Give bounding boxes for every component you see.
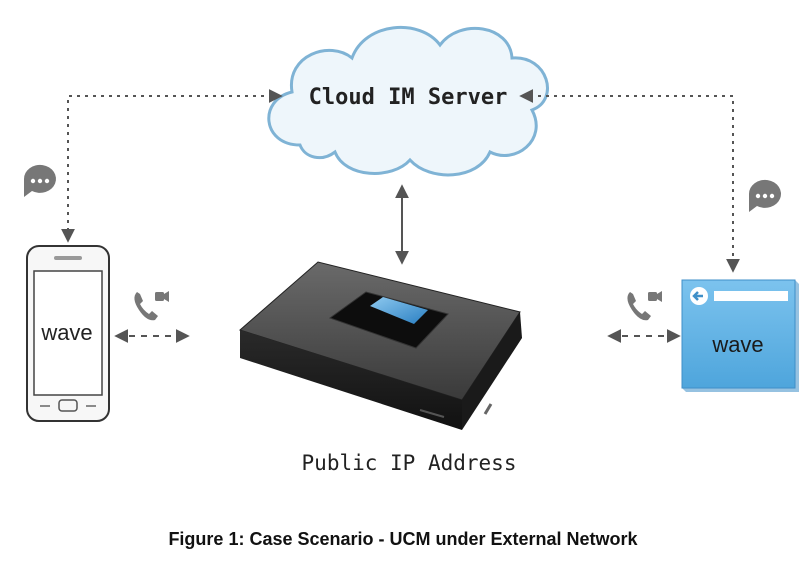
phone-video-icon — [134, 291, 169, 321]
right-im-connection — [519, 89, 740, 273]
ucm-device — [238, 261, 522, 430]
device-port — [483, 403, 493, 415]
device-front-face — [240, 330, 462, 430]
phone-video-icon — [627, 291, 662, 321]
desktop-wave-app: wave — [681, 279, 799, 392]
chat-bubble-icon — [748, 179, 781, 212]
device-slot — [419, 409, 445, 418]
phone-home-button — [58, 399, 78, 412]
device-lcd-bezel — [328, 291, 449, 349]
phone-screen — [33, 270, 103, 396]
device-side-face — [462, 312, 522, 430]
cloud-shape — [267, 25, 549, 177]
cloud-label: Cloud IM Server — [309, 85, 508, 110]
back-arrow-icon — [690, 287, 708, 305]
cloud-im-server: Cloud IM Server — [267, 25, 549, 177]
left-im-connection — [61, 89, 283, 243]
chat-bubble-icon — [23, 164, 56, 197]
mobile-phone: wave — [26, 245, 110, 422]
device-lcd-screen — [370, 297, 428, 324]
phone-app-label: wave — [40, 320, 92, 345]
figure-caption: Figure 1: Case Scenario - UCM under Exte… — [168, 529, 638, 549]
device-label: Public IP Address — [302, 451, 517, 475]
desktop-title-bar — [714, 291, 788, 301]
phone-earpiece — [54, 256, 82, 260]
desktop-app-label: wave — [711, 332, 763, 357]
